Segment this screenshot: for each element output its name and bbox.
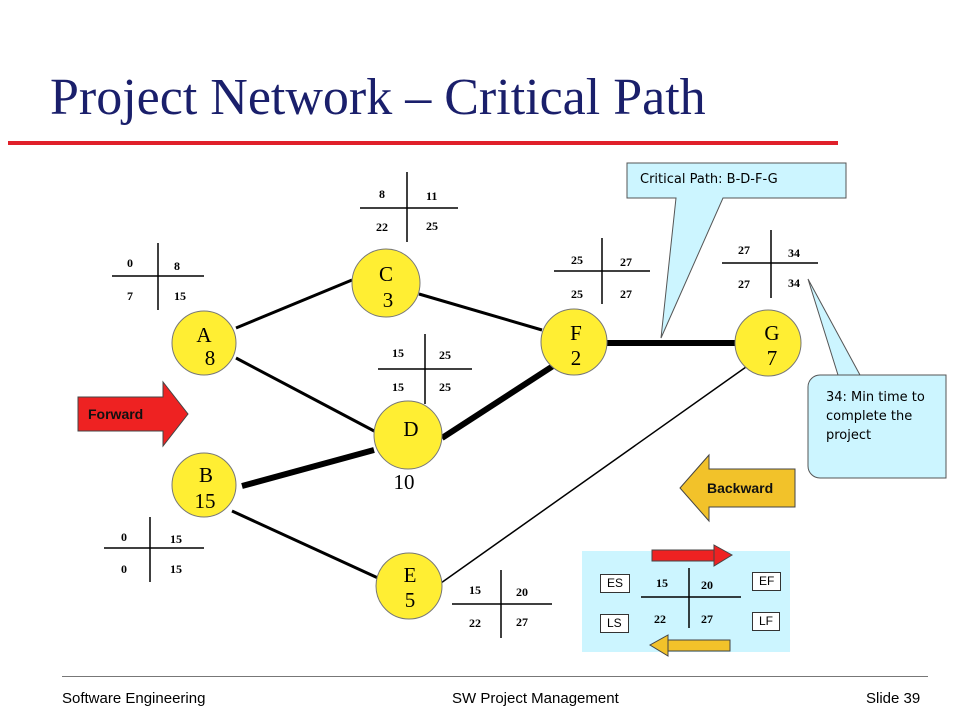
legend-ef-box: EF [752, 572, 782, 591]
node-a [171, 310, 237, 376]
legend-lf-box: LF [752, 612, 781, 631]
time-b-lf: 15 [170, 562, 182, 576]
node-c-letter: C [378, 262, 393, 286]
time-c-ef: 11 [426, 189, 438, 203]
forward-arrow-shape [77, 380, 189, 448]
node-e-letter: E [403, 563, 417, 587]
node-c-duration: 3 [382, 288, 394, 312]
edge-c-f [418, 292, 543, 332]
time-f-ef: 27 [620, 255, 632, 269]
legend-es-value: 15 [656, 576, 668, 590]
time-f-ls: 25 [571, 287, 583, 301]
backward-label: Backward [707, 480, 774, 496]
critical-path-callout [626, 162, 847, 339]
edge-e-g [440, 366, 747, 584]
time-cross-a [112, 243, 204, 310]
time-a-es: 0 [127, 256, 133, 270]
time-c-lf: 25 [426, 219, 438, 233]
title-underline [8, 141, 838, 145]
min-time-label: 34: Min time to complete the project [826, 390, 925, 443]
node-f [540, 308, 608, 376]
legend-es-box: ES [600, 574, 631, 593]
node-a-duration: 8 [204, 346, 216, 370]
edge-a-c [235, 278, 353, 330]
node-b-letter: B [198, 463, 213, 487]
time-e-ef: 20 [516, 585, 528, 599]
time-e-lf: 27 [516, 615, 528, 629]
legend-panel [582, 551, 790, 652]
legend-cross [641, 568, 741, 628]
footer-center: SW Project Management [452, 690, 619, 707]
time-a-ls: 7 [127, 289, 133, 303]
node-b-duration: 15 [194, 489, 216, 513]
time-b-es: 0 [121, 530, 127, 544]
time-d-es: 15 [392, 346, 404, 360]
time-f-lf: 27 [620, 287, 632, 301]
forward-label: Forward [88, 406, 144, 422]
time-e-ls: 22 [469, 616, 481, 630]
edge-d-f [440, 363, 555, 441]
time-c-ls: 22 [376, 220, 388, 234]
critical-path-label: Critical Path: B-D-F-G [640, 172, 778, 187]
time-g-ls: 27 [738, 277, 750, 291]
legend-ef-value: 20 [701, 578, 713, 592]
time-a-lf: 15 [174, 289, 186, 303]
min-time-callout [807, 278, 947, 479]
time-cross-b [104, 517, 204, 582]
edge-b-e [231, 509, 379, 580]
time-cross-e [452, 570, 552, 638]
time-f-es: 25 [571, 253, 583, 267]
node-f-duration: 2 [570, 346, 582, 370]
footer-divider [62, 676, 928, 677]
node-d-duration: 10 [393, 470, 415, 494]
node-f-letter: F [570, 321, 582, 345]
edge-a-d [235, 356, 377, 434]
time-g-es: 27 [738, 243, 750, 257]
node-b [171, 452, 237, 518]
time-d-ef: 25 [439, 348, 451, 362]
footer-left: Software Engineering [62, 690, 206, 707]
node-g-letter: G [764, 321, 780, 345]
time-b-ls: 0 [121, 562, 127, 576]
node-g-duration: 7 [766, 346, 778, 370]
footer-slide-number: Slide 39 [866, 690, 921, 707]
legend-ls-value: 22 [654, 612, 666, 626]
time-a-ef: 8 [174, 259, 180, 273]
time-d-lf: 25 [439, 380, 451, 394]
legend-ls-box: LS [600, 614, 629, 633]
node-d-letter: D [403, 417, 419, 441]
time-g-lf: 34 [788, 276, 800, 290]
slide-title: Project Network – Critical Path [50, 69, 706, 126]
time-cross-d [378, 334, 472, 404]
legend-forward-arrow [651, 544, 733, 567]
edge-b-d [241, 447, 375, 489]
node-e [375, 552, 443, 620]
time-cross-c [360, 172, 458, 242]
node-e-duration: 5 [404, 588, 416, 612]
node-c [351, 248, 421, 318]
node-d [373, 400, 443, 470]
node-g [734, 309, 802, 377]
legend-backward-arrow [649, 634, 731, 657]
time-cross-g [722, 230, 818, 298]
time-c-es: 8 [379, 187, 385, 201]
backward-arrow-shape [679, 453, 796, 523]
time-b-ef: 15 [170, 532, 182, 546]
time-cross-f [554, 238, 650, 304]
time-d-ls: 15 [392, 380, 404, 394]
node-a-letter: A [196, 323, 212, 347]
time-g-ef: 34 [788, 246, 800, 260]
time-e-es: 15 [469, 583, 481, 597]
legend-lf-value: 27 [701, 612, 713, 626]
